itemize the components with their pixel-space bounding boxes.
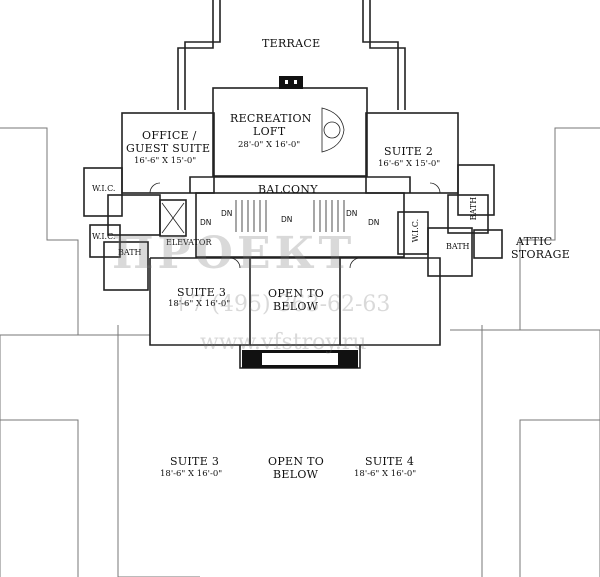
door-swing-2 — [429, 182, 441, 194]
door-swing-3 — [229, 257, 241, 269]
suite4-size: 18'-6" X 16'-0" — [354, 469, 417, 479]
wic-label-left: W.I.C. — [92, 184, 116, 193]
left-wic2-box — [89, 224, 121, 258]
attic-box — [473, 229, 503, 259]
terrace-inner-right — [362, 0, 399, 110]
watermark-brand: ПРОЕКТ — [112, 228, 356, 279]
bath-label-right-top: BATH — [469, 196, 479, 221]
open-title-2: BELOW — [273, 300, 319, 313]
table-round — [323, 121, 341, 139]
attic-title-1: ATTIC — [516, 235, 553, 248]
attic-title-2: STORAGE — [511, 248, 571, 261]
terrace-label: TERRACE — [262, 37, 321, 50]
wic-label-right: W.I.C. — [411, 218, 421, 243]
suite2-wall — [365, 112, 459, 194]
right-bath2-box — [427, 227, 473, 277]
left-bath2-box — [103, 241, 149, 291]
left-wic-box — [83, 167, 123, 217]
right-bath-box — [447, 194, 489, 234]
roof-outline-left-lower — [0, 419, 79, 577]
dn-label-3: DN — [281, 215, 293, 224]
elevator-box — [159, 199, 187, 237]
open-lower-title-1: OPEN TO — [268, 455, 325, 468]
sofa-shape — [321, 107, 345, 153]
stair-hall — [195, 192, 405, 258]
wic-label-left-2: W.I.C. — [92, 232, 116, 241]
bath-label-right: BATH — [446, 242, 470, 251]
office-size: 16'-6" X 15'-0" — [134, 156, 197, 166]
watermark-phone: +7 (495) 363-62-63 — [172, 292, 391, 317]
dn-label-4: DN — [346, 209, 358, 218]
dn-label-5: DN — [368, 218, 380, 227]
terrace-inner-left — [184, 0, 221, 110]
balcony-wall — [189, 176, 411, 193]
office-title-2: GUEST SUITE — [126, 142, 211, 155]
open-title-1: OPEN TO — [268, 287, 325, 300]
recreation-size: 28'-0" X 16'-0" — [238, 140, 301, 150]
door-swing-4 — [349, 257, 361, 269]
suite2-size: 16'-6" X 15'-0" — [378, 159, 441, 169]
right-wic-box — [457, 164, 495, 216]
balcony-label: BALCONY — [258, 183, 318, 196]
roof-outline-right — [519, 127, 600, 577]
stair-left — [235, 200, 267, 232]
roof-outline-right-lower — [519, 419, 600, 577]
bath-label-left: BATH — [118, 248, 142, 257]
door-swing-1 — [149, 182, 161, 194]
terrace-wall-right — [369, 0, 406, 110]
elevator-label: ELEVATOR — [166, 238, 212, 247]
terrace-wall — [177, 0, 214, 110]
suite2-title: SUITE 2 — [384, 145, 434, 158]
office-title-1: OFFICE / — [142, 129, 197, 142]
dn-label-1: DN — [221, 209, 233, 218]
suite3-lower-title: SUITE 3 — [170, 455, 220, 468]
suite3-title: SUITE 3 — [177, 286, 227, 299]
office-wall — [121, 112, 215, 194]
dn-label-2: DN — [200, 218, 212, 227]
open-lower-title-2: BELOW — [273, 468, 319, 481]
watermark-url: www.vfstroy.ru — [200, 330, 367, 355]
suite4-title: SUITE 4 — [365, 455, 415, 468]
stair-right — [313, 200, 345, 232]
recreation-title-1: RECREATION — [230, 112, 312, 125]
roof-outline-left — [0, 127, 79, 577]
recreation-title-2: LOFT — [253, 125, 286, 138]
suite3-lower-size: 18'-6" X 16'-0" — [160, 469, 223, 479]
suite3-size: 18'-6" X 16'-0" — [168, 299, 231, 309]
fireplace-loft — [279, 76, 303, 89]
open-wall — [250, 257, 341, 346]
suite4-wall — [340, 257, 441, 346]
